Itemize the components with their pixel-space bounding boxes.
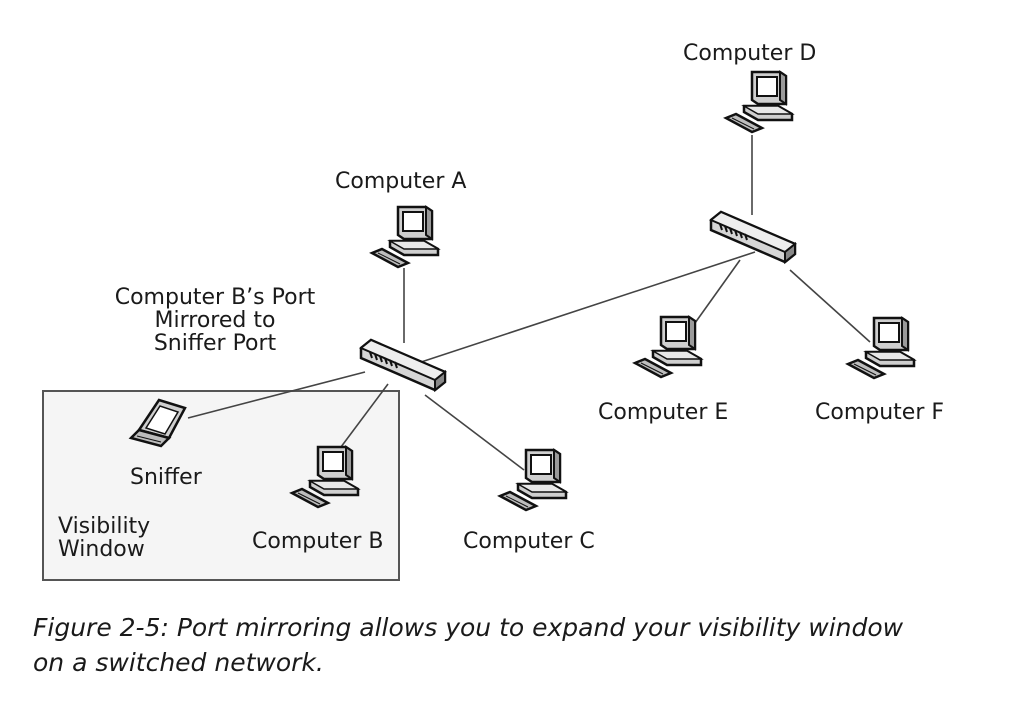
- visibility-window-label: Visibility Window: [58, 515, 150, 561]
- computer-c-label: Computer C: [463, 529, 595, 554]
- desktop-computer-icon: [370, 205, 440, 269]
- mirror-note-line-3: Sniffer Port: [153, 331, 277, 357]
- sniffer-label: Sniffer: [130, 465, 202, 490]
- link-switch2-f: [789, 269, 871, 343]
- desktop-computer-icon: [633, 315, 703, 379]
- link-switch1-c: [424, 394, 525, 471]
- computer-e-label: Computer E: [598, 400, 729, 425]
- computer-b-label: Computer B: [252, 529, 384, 554]
- network-links: [187, 135, 871, 471]
- link-switch1-b: [334, 383, 389, 456]
- computer-f-label: Computer F: [815, 400, 945, 425]
- mirror-note-line-2: Mirrored to: [154, 308, 276, 334]
- mirror-note: Computer B’s Port Mirrored to Sniffer Po…: [100, 286, 330, 355]
- link-switch1-sniffer: [187, 371, 366, 419]
- network-switch-icon: [709, 210, 797, 264]
- visibility-window-line-1: Visibility: [58, 514, 151, 539]
- desktop-computer-icon: [724, 70, 794, 134]
- network-switch-icon: [359, 338, 447, 392]
- figure-caption: Figure 2-5: Port mirroring allows you to…: [33, 610, 993, 680]
- caption-line-1: Figure 2-5: Port mirroring allows you to…: [33, 613, 904, 642]
- link-switch2-e: [689, 259, 741, 331]
- link-switch1-switch2: [405, 251, 756, 368]
- desktop-computer-icon: [846, 316, 916, 380]
- mirror-note-line-1: Computer B’s Port: [114, 285, 316, 310]
- visibility-window-line-2: Window: [58, 537, 145, 563]
- computer-a-label: Computer A: [335, 169, 467, 194]
- caption-line-2: on a switched network.: [33, 648, 324, 677]
- computer-d-label: Computer D: [683, 41, 817, 66]
